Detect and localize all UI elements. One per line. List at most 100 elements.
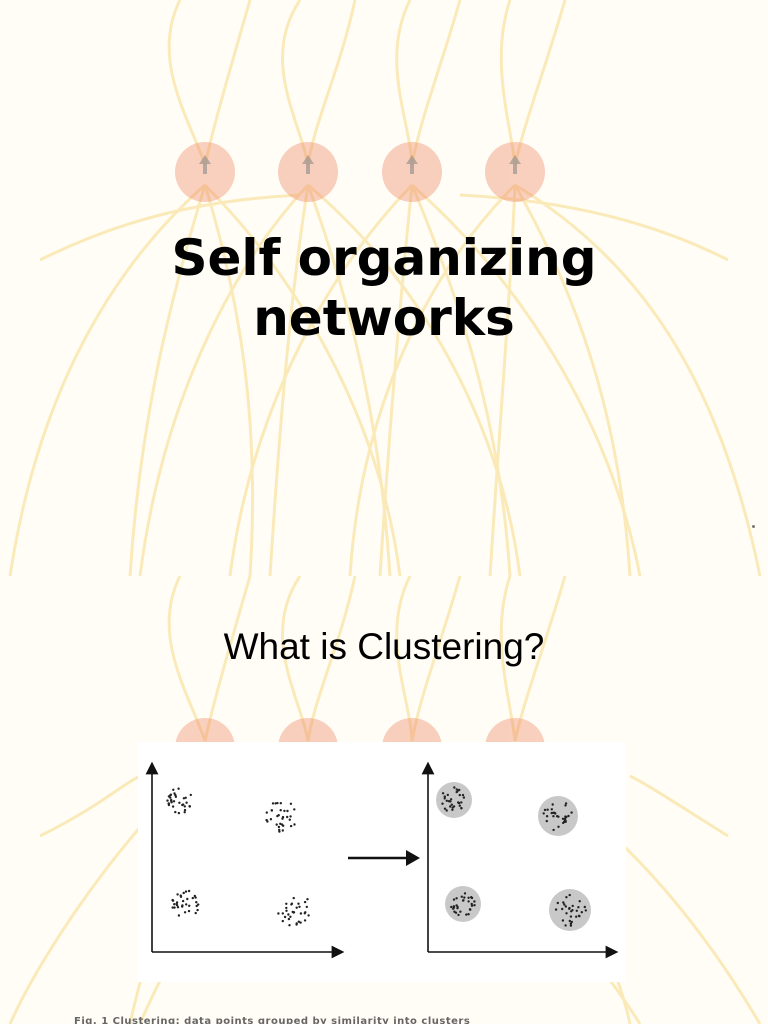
data-point <box>468 908 472 911</box>
data-point <box>169 796 172 799</box>
data-point <box>303 919 307 922</box>
slide-clustering: What is Clustering? <box>0 576 768 1024</box>
clustering-diagram <box>145 761 619 959</box>
data-point <box>552 828 555 832</box>
data-point <box>453 910 456 913</box>
data-point <box>554 908 558 911</box>
data-point <box>568 893 571 897</box>
data-point <box>176 906 180 909</box>
cluster-bottom-left <box>445 886 481 922</box>
data-point <box>270 809 273 812</box>
data-point <box>274 802 277 805</box>
data-point <box>570 920 573 924</box>
data-point <box>182 797 186 800</box>
data-point <box>290 902 294 905</box>
slide-title: Self organizing networks <box>8 0 762 576</box>
data-point <box>193 894 196 898</box>
data-point <box>456 907 459 910</box>
data-point <box>277 825 281 829</box>
data-point <box>171 805 175 808</box>
caption-text: Fig. 1 Clustering: data points grouped b… <box>74 1016 471 1024</box>
data-point <box>285 902 288 905</box>
data-point <box>280 823 284 826</box>
data-point <box>265 818 268 822</box>
data-point <box>195 904 198 908</box>
data-point <box>563 903 566 906</box>
data-point <box>462 796 466 799</box>
data-point <box>281 919 284 923</box>
data-point <box>183 805 186 808</box>
data-point <box>451 808 454 811</box>
data-point <box>289 915 292 918</box>
data-point <box>462 899 465 902</box>
data-point <box>277 912 280 915</box>
title-line-2: networks <box>253 289 515 347</box>
data-point <box>283 915 287 919</box>
data-point <box>177 787 180 790</box>
data-point <box>565 912 568 915</box>
data-point <box>575 909 578 912</box>
data-point <box>173 792 176 795</box>
data-point <box>303 900 307 904</box>
data-point <box>564 815 567 818</box>
data-point <box>567 814 570 818</box>
data-point <box>178 801 181 804</box>
data-point <box>304 911 307 914</box>
data-point <box>561 919 565 922</box>
data-point <box>458 793 461 797</box>
data-point <box>563 817 567 820</box>
data-point <box>281 815 285 819</box>
data-point <box>568 919 571 923</box>
data-point <box>459 910 462 913</box>
data-point <box>551 803 554 806</box>
data-point <box>298 905 301 908</box>
data-point <box>443 795 446 798</box>
data-point <box>460 801 463 804</box>
data-point <box>289 802 293 805</box>
data-point <box>279 802 282 805</box>
data-point <box>443 797 446 800</box>
data-point <box>441 792 445 795</box>
data-point <box>288 818 291 821</box>
data-point <box>289 824 293 828</box>
page-marker <box>752 525 755 528</box>
data-point <box>452 907 455 910</box>
data-point <box>473 900 476 903</box>
data-point <box>568 906 571 910</box>
data-point <box>445 809 448 812</box>
data-point <box>293 808 296 811</box>
data-point <box>470 904 474 907</box>
data-point <box>197 903 200 906</box>
data-point <box>285 909 288 912</box>
data-point <box>543 808 547 812</box>
data-point <box>185 801 188 804</box>
data-point <box>195 901 198 904</box>
data-point <box>271 802 275 805</box>
data-point <box>461 793 465 797</box>
data-point <box>188 904 191 907</box>
data-point <box>564 905 567 908</box>
data-point <box>191 896 194 900</box>
data-point <box>184 890 188 893</box>
data-point <box>452 805 456 808</box>
data-point <box>288 924 291 927</box>
data-point <box>166 799 169 802</box>
data-point <box>463 896 466 899</box>
data-point <box>183 808 187 812</box>
data-point <box>552 815 555 818</box>
data-point <box>297 902 300 905</box>
data-point <box>181 904 184 907</box>
data-point <box>449 805 452 808</box>
data-point <box>473 904 476 907</box>
data-point <box>293 823 296 826</box>
arrow-right-icon <box>348 850 420 866</box>
data-point <box>172 788 175 791</box>
figure-caption: Fig. 1 Clustering: data points grouped b… <box>0 1004 768 1024</box>
data-point <box>183 911 187 914</box>
data-point <box>285 906 288 910</box>
data-point <box>183 811 186 814</box>
data-point <box>569 915 573 918</box>
data-point <box>297 920 300 923</box>
data-point <box>276 814 279 818</box>
data-point <box>470 896 474 900</box>
